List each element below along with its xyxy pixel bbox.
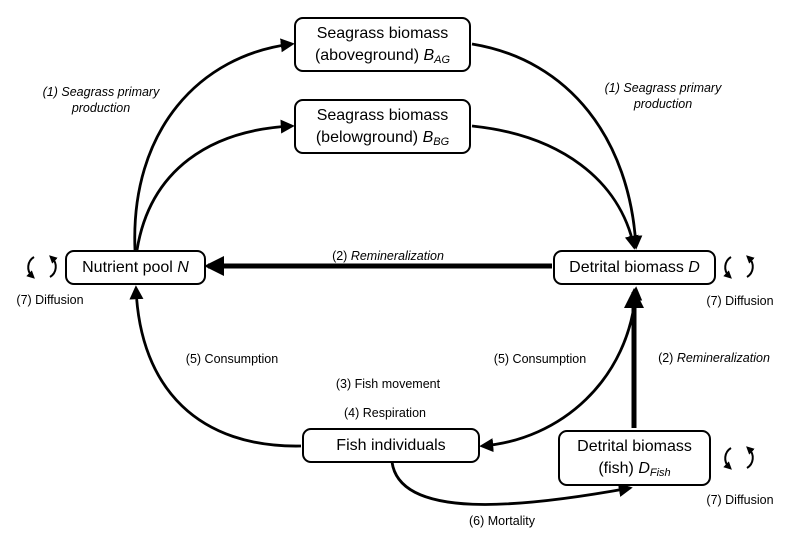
node-nutrient-label-line: Nutrient pool N: [82, 257, 189, 279]
arrow-production-aboveground: [133, 38, 295, 251]
label-production-left-text: Seagrass primary: [61, 85, 160, 99]
node-belowground-line1: Seagrass biomass: [316, 106, 449, 124]
label-production-right: (1) Seagrass primary production: [592, 80, 734, 112]
node-aboveground-line2: (aboveground) BAG: [315, 45, 450, 67]
node-belowground-symbol: B: [422, 128, 434, 146]
arrow-consumption-left: [129, 285, 302, 448]
node-nutrient-label: Nutrient pool: [82, 258, 178, 276]
node-detrital-label-line: Detrital biomass D: [569, 257, 700, 279]
node-seagrass-aboveground: Seagrass biomass (aboveground) BAG: [294, 17, 471, 72]
diffusion-cycle-icon: [26, 255, 58, 279]
arrow-mortality: [390, 461, 633, 506]
diffusion-cycle-icon-right: [723, 255, 755, 279]
node-nutrient-pool: Nutrient pool N: [65, 250, 206, 285]
label-respiration: (4) Respiration: [344, 406, 426, 420]
node-belowground-subscript: BG: [433, 135, 450, 148]
label-production-left-line1: (1) Seagrass primary: [30, 84, 172, 100]
node-aboveground-line2-text: (aboveground): [314, 46, 424, 64]
node-detrital-symbol: D: [688, 258, 700, 276]
label-production-left-line2: production: [71, 101, 131, 115]
node-aboveground-subscript: AG: [434, 53, 451, 66]
label-remineralization-top: (2) Remineralization: [318, 248, 458, 264]
node-fish-individuals: Fish individuals: [302, 428, 480, 463]
label-remineralization-right: (2) Remineralization: [644, 350, 784, 366]
node-detfish-line2-text: (fish): [598, 460, 639, 477]
node-detfish-subscript: Fish: [649, 467, 671, 479]
label-consumption-left: (5) Consumption: [185, 352, 279, 366]
diffusion-cycle-icon-bottom: [723, 446, 755, 470]
node-detfish-symbol: D: [638, 460, 650, 477]
arrow-aboveground-to-detrital: [471, 42, 643, 250]
node-detfish-line2: (fish) DFish: [598, 458, 670, 480]
arrow-production-belowground: [135, 119, 295, 251]
label-production-left: (1) Seagrass primary production: [30, 84, 172, 116]
node-nutrient-symbol: N: [177, 258, 189, 276]
label-remineralization-top-text: Remineralization: [350, 249, 444, 263]
label-remineralization-top-num: (2): [332, 249, 351, 263]
node-detrital-label: Detrital biomass: [569, 258, 689, 276]
arrow-belowground-to-detrital: [471, 124, 639, 250]
label-diffusion-right: (7) Diffusion: [706, 294, 774, 308]
label-fish-movement: (3) Fish movement: [335, 377, 441, 391]
node-detrital-biomass-fish: Detrital biomass (fish) DFish: [558, 430, 711, 486]
label-remineralization-right-num: (2): [658, 351, 677, 365]
label-diffusion-bottom: (7) Diffusion: [706, 493, 774, 507]
label-production-right-line2: production: [633, 97, 693, 111]
node-detfish-line1: Detrital biomass: [577, 438, 692, 455]
node-belowground-line2: (belowground) BBG: [316, 127, 449, 149]
node-aboveground-line1: Seagrass biomass: [316, 24, 449, 42]
label-diffusion-left: (7) Diffusion: [16, 293, 84, 307]
label-production-right-text: Seagrass primary: [623, 81, 722, 95]
node-seagrass-belowground: Seagrass biomass (belowground) BBG: [294, 99, 471, 154]
label-remineralization-right-text: Remineralization: [676, 351, 770, 365]
label-production-right-line1: (1) Seagrass primary: [592, 80, 734, 96]
node-aboveground-symbol: B: [423, 46, 435, 64]
node-belowground-line2-text: (belowground): [315, 128, 423, 146]
label-mortality: (6) Mortality: [469, 514, 535, 528]
node-detrital-biomass: Detrital biomass D: [553, 250, 716, 285]
node-fish-label: Fish individuals: [336, 436, 446, 454]
label-production-right-num: (1): [604, 81, 624, 95]
label-consumption-right: (5) Consumption: [493, 352, 587, 366]
arrow-consumption-right: [479, 286, 643, 453]
label-production-left-num: (1): [42, 85, 62, 99]
